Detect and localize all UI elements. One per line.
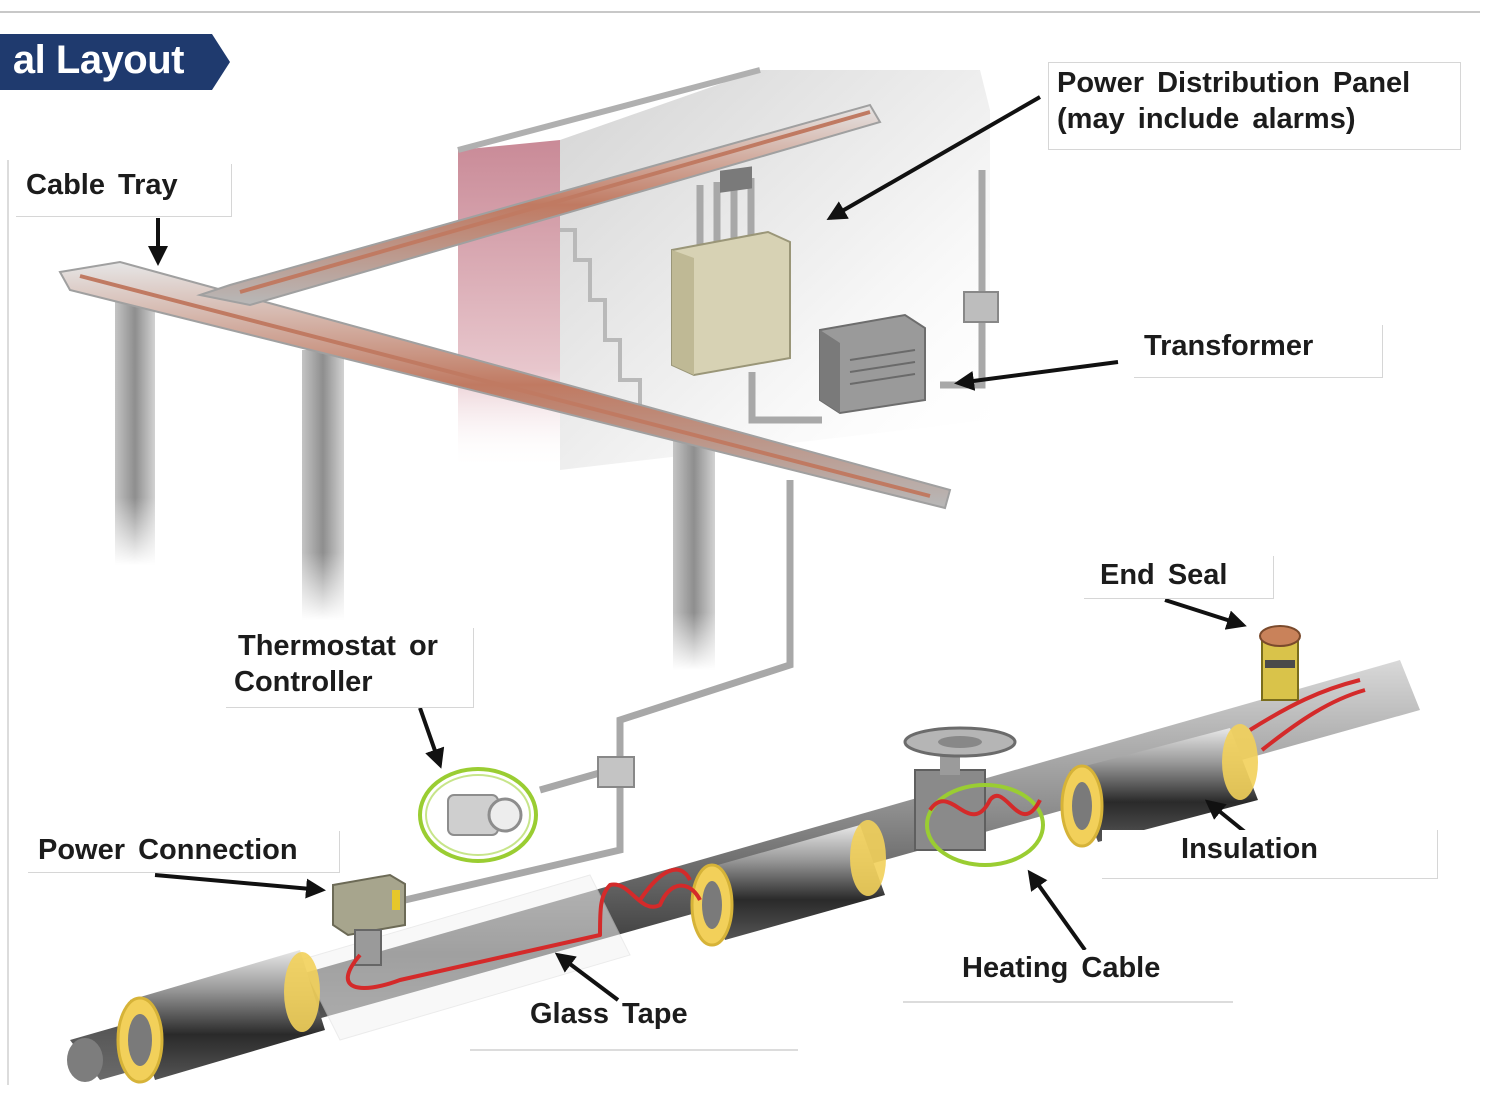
label-power-distribution-panel-line1: Power Distribution Panel [1057, 67, 1411, 99]
label-insulation: Insulation [1102, 830, 1438, 879]
label-heating-cable-text: Heating Cable [962, 952, 1161, 984]
label-end-seal-text: End Seal [1100, 559, 1228, 591]
label-thermostat-line2: Controller [234, 666, 373, 698]
junction-box-lower [597, 756, 635, 788]
label-power-connection-text: Power Connection [38, 834, 298, 866]
thermostat-illustration [418, 767, 538, 863]
heating-cable-illustration [345, 678, 1366, 990]
power-connection-box-illustration [332, 873, 406, 966]
label-glass-tape: Glass Tape [520, 996, 720, 1038]
label-transformer: Transformer [1134, 325, 1383, 378]
label-power-distribution-panel-line2: (may include alarms) [1057, 103, 1356, 135]
power-distribution-panel-illustration [671, 166, 791, 377]
junction-box-upper [963, 291, 999, 323]
support-columns [115, 295, 715, 670]
label-cable-tray-text: Cable Tray [26, 169, 178, 201]
insulation-sections [116, 724, 1258, 1084]
valve-illustration [903, 726, 1045, 867]
end-seal-illustration [1259, 625, 1301, 701]
label-thermostat: Thermostat or Controller [226, 628, 474, 708]
label-transformer-text: Transformer [1144, 330, 1314, 362]
cable-tray [58, 103, 952, 510]
page-title: al Layout [12, 38, 185, 82]
callout-arrows [148, 95, 1247, 1002]
transformer-illustration [819, 313, 926, 415]
label-heating-cable: Heating Cable [952, 950, 1192, 992]
label-underlines [7, 160, 1233, 1085]
label-insulation-text: Insulation [1181, 833, 1318, 865]
label-power-connection: Power Connection [28, 831, 340, 873]
label-thermostat-line1: Thermostat or [238, 630, 438, 662]
label-glass-tape-text: Glass Tape [530, 998, 688, 1030]
title-banner: al Layout [0, 34, 230, 90]
label-end-seal: End Seal [1084, 556, 1274, 599]
label-power-distribution-panel: Power Distribution Panel (may include al… [1048, 62, 1461, 150]
label-cable-tray: Cable Tray [16, 164, 232, 217]
